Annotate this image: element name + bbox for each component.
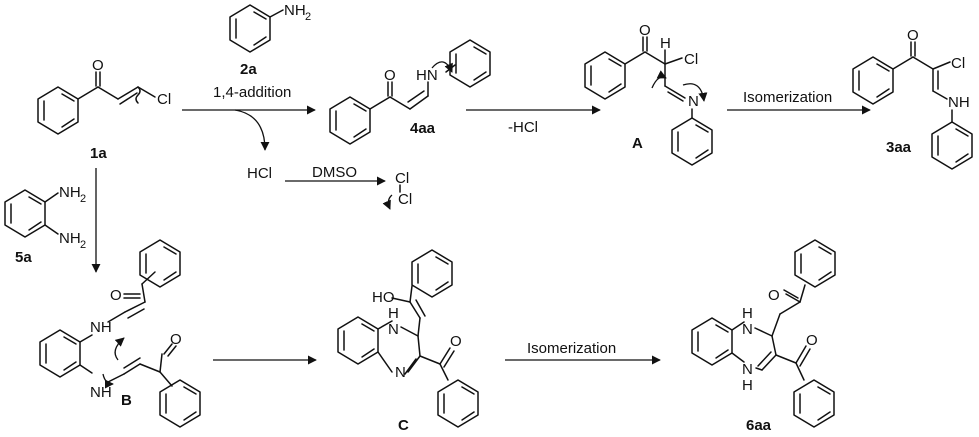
structure-3aa: O Cl NH [852, 27, 973, 170]
atom-o: O [806, 332, 818, 349]
atom-cl: Cl [684, 51, 698, 68]
atom-n: N [742, 321, 753, 338]
arrow-hcl-release [234, 109, 270, 151]
arrow-label-minus-hcl: -HCl [508, 119, 538, 136]
compound-label-4aa: 4aa [410, 120, 436, 137]
compound-label-6aa: 6aa [746, 417, 772, 434]
atom-h: H [742, 305, 753, 322]
atom-nh2: NH [284, 2, 306, 19]
atom-o: O [450, 333, 462, 350]
arrow-cl2-curl [382, 194, 393, 210]
atom-subscript: 2 [80, 239, 86, 251]
atom-h: H [660, 35, 671, 52]
compound-label-c: C [398, 417, 409, 434]
structure-5a: NH 2 NH 2 [4, 184, 86, 251]
aniline-2a: NH 2 [229, 2, 311, 53]
structure-1a: O Cl [37, 57, 171, 135]
structure-6aa: H N N H O O [691, 239, 836, 428]
atom-n: N [688, 93, 699, 110]
species-hcl: HCl [247, 165, 272, 182]
atom-n: N [742, 361, 753, 378]
compound-label-1a: 1a [90, 145, 107, 162]
structure-intermediate-a: O H Cl N [584, 22, 713, 166]
atom-o: O [170, 331, 182, 348]
atom-o: O [907, 27, 919, 44]
atom-subscript: 2 [305, 11, 311, 23]
arrow-label-isomerization-bottom: Isomerization [527, 340, 616, 357]
atom-subscript: 2 [80, 193, 86, 205]
atom-nh: NH [90, 384, 112, 401]
compound-label-3aa: 3aa [886, 139, 912, 156]
species-cl-top: Cl [395, 170, 409, 187]
atom-nh2: NH [59, 230, 81, 247]
compound-label-b: B [121, 392, 132, 409]
atom-nh2: NH [59, 184, 81, 201]
atom-ho: HO [372, 289, 395, 306]
structure-intermediate-c: H N N HO O [337, 249, 479, 428]
atom-h: H [388, 305, 399, 322]
atom-cl: Cl [157, 91, 171, 108]
arrow-label-isomerization-top: Isomerization [743, 89, 832, 106]
atom-o: O [768, 287, 780, 304]
atom-cl: Cl [951, 55, 965, 72]
arrow-label-dmso: DMSO [312, 164, 357, 181]
atom-nh: NH [948, 94, 970, 111]
compound-label-a: A [632, 135, 643, 152]
atom-hn: HN [416, 67, 438, 84]
atom-n: N [395, 364, 406, 381]
structure-4aa: O HN [329, 39, 491, 145]
arrow-label-addition: 1,4-addition [213, 84, 291, 101]
atom-o: O [639, 22, 651, 39]
atom-o: O [110, 287, 122, 304]
species-cl-bottom: Cl [398, 191, 412, 208]
atom-n: N [388, 321, 399, 338]
atom-nh: NH [90, 319, 112, 336]
structure-intermediate-b: NH NH O O [39, 239, 201, 428]
atom-o: O [384, 67, 396, 84]
atom-o: O [92, 57, 104, 74]
atom-h: H [742, 377, 753, 394]
compound-label-5a: 5a [15, 249, 32, 266]
compound-label-2a: 2a [240, 61, 257, 78]
